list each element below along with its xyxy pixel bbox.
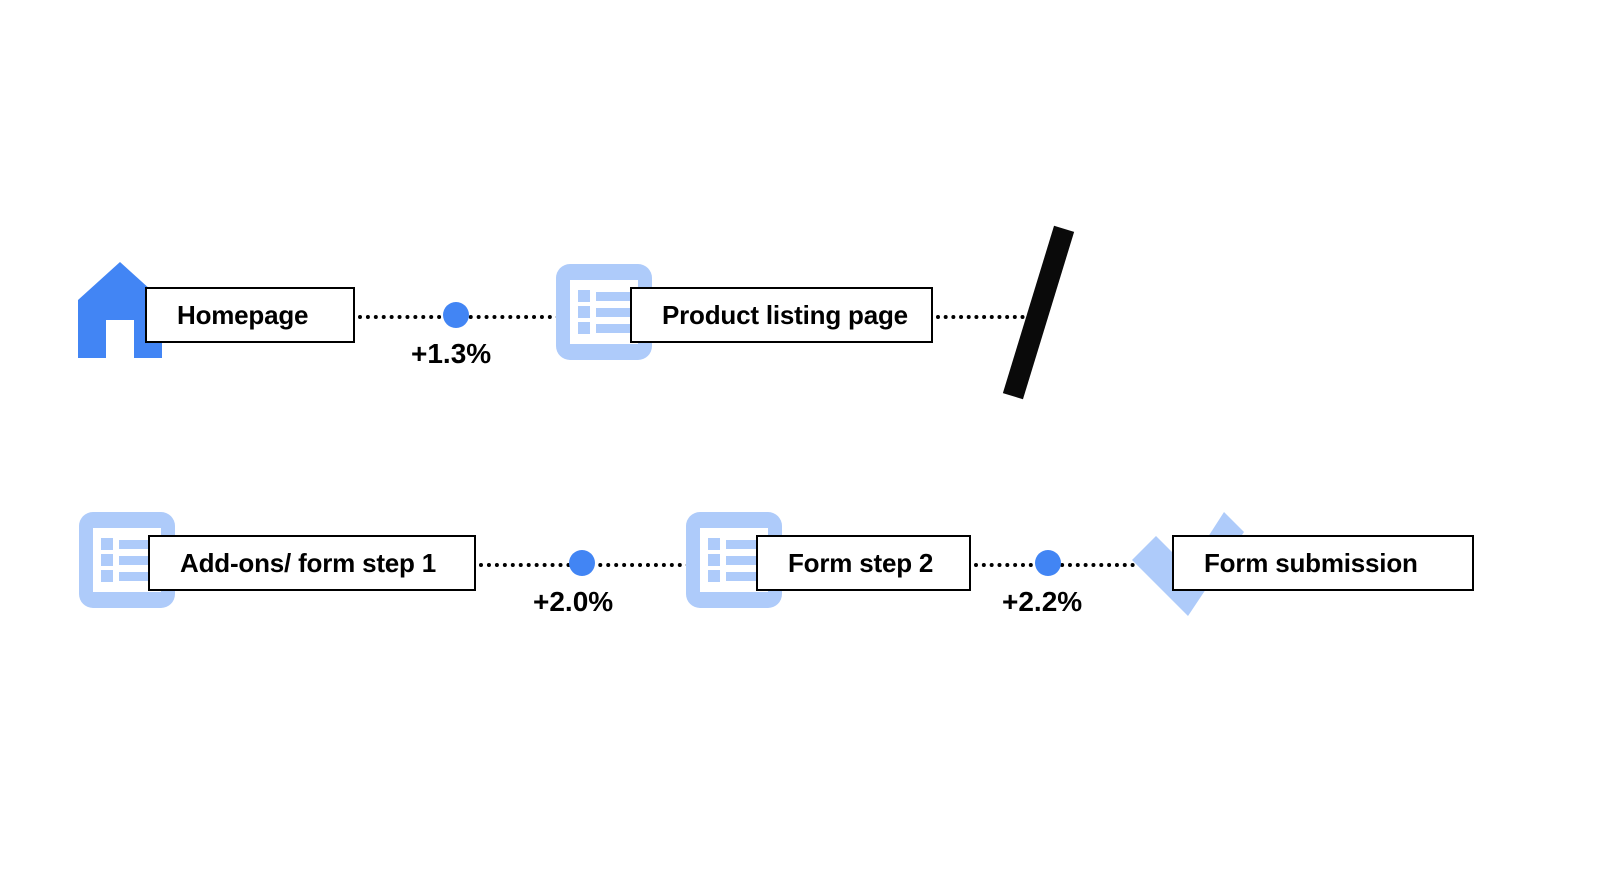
metric-label-step1-to-step2: +2.0%	[533, 586, 614, 617]
node-form-step-2-label: Form step 2	[788, 547, 934, 578]
metric-dot-homepage-to-plp	[443, 302, 469, 328]
node-product-listing-page[interactable]: Product listing page	[630, 287, 933, 343]
slash-divider	[1002, 225, 1075, 400]
node-form-submission[interactable]: Form submission	[1172, 535, 1474, 591]
metric-label-homepage-to-plp: +1.3%	[411, 338, 492, 369]
node-add-ons-form-step-1[interactable]: Add-ons/ form step 1	[148, 535, 476, 591]
home-icon	[78, 262, 162, 358]
connector-step2-to-submission	[974, 563, 1174, 567]
node-form-submission-label: Form submission	[1204, 547, 1418, 578]
node-form-step-2[interactable]: Form step 2	[756, 535, 971, 591]
metric-label-step2-to-submission: +2.2%	[1002, 586, 1083, 617]
node-product-listing-page-label: Product listing page	[662, 299, 908, 330]
node-homepage-label: Homepage	[177, 299, 309, 330]
node-homepage[interactable]: Homepage	[145, 287, 355, 343]
metric-dot-step1-to-step2	[569, 550, 595, 576]
list-article-icon	[556, 264, 652, 360]
connector-product-listing-to-divider	[936, 315, 1040, 319]
metric-dot-step2-to-submission	[1035, 550, 1061, 576]
node-add-ons-form-step-1-label: Add-ons/ form step 1	[180, 547, 437, 578]
